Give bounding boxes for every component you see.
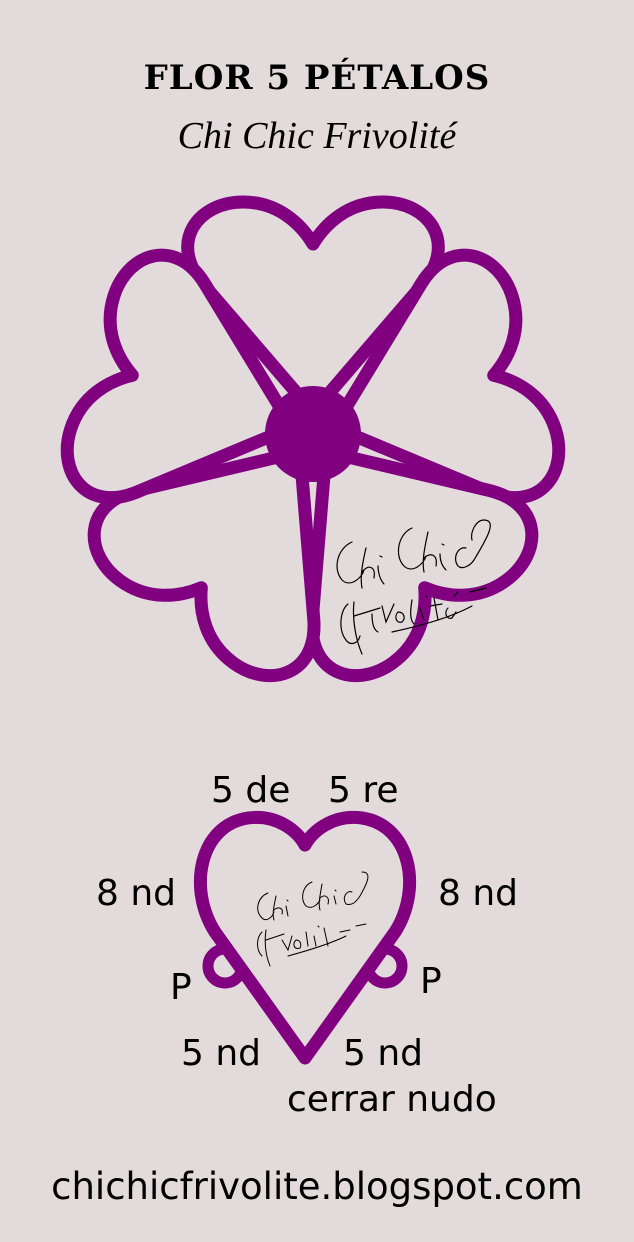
label-right-side: 8 nd — [438, 873, 519, 914]
blog-url: chichicfrivolite.blogspot.com — [51, 1165, 583, 1208]
flower-center — [265, 386, 361, 482]
heart-outline — [194, 810, 416, 1065]
signature-logo — [336, 519, 491, 655]
label-close-knot: cerrar nudo — [287, 1079, 497, 1120]
label-left-picot: P — [170, 967, 192, 1008]
page-title: FLOR 5 PÉTALOS — [143, 58, 491, 98]
heart-pattern — [194, 810, 416, 1065]
label-bottom-right: 5 nd — [343, 1033, 424, 1074]
flower-icon — [54, 202, 573, 695]
signature-logo-small — [257, 871, 369, 967]
label-bottom-left: 5 nd — [181, 1033, 262, 1074]
label-top-left: 5 de — [211, 770, 291, 811]
page-subtitle: Chi Chic Frivolité — [177, 115, 457, 157]
label-right-picot: P — [420, 961, 442, 1002]
label-left-side: 8 nd — [96, 873, 177, 914]
label-top-right: 5 re — [328, 770, 399, 811]
